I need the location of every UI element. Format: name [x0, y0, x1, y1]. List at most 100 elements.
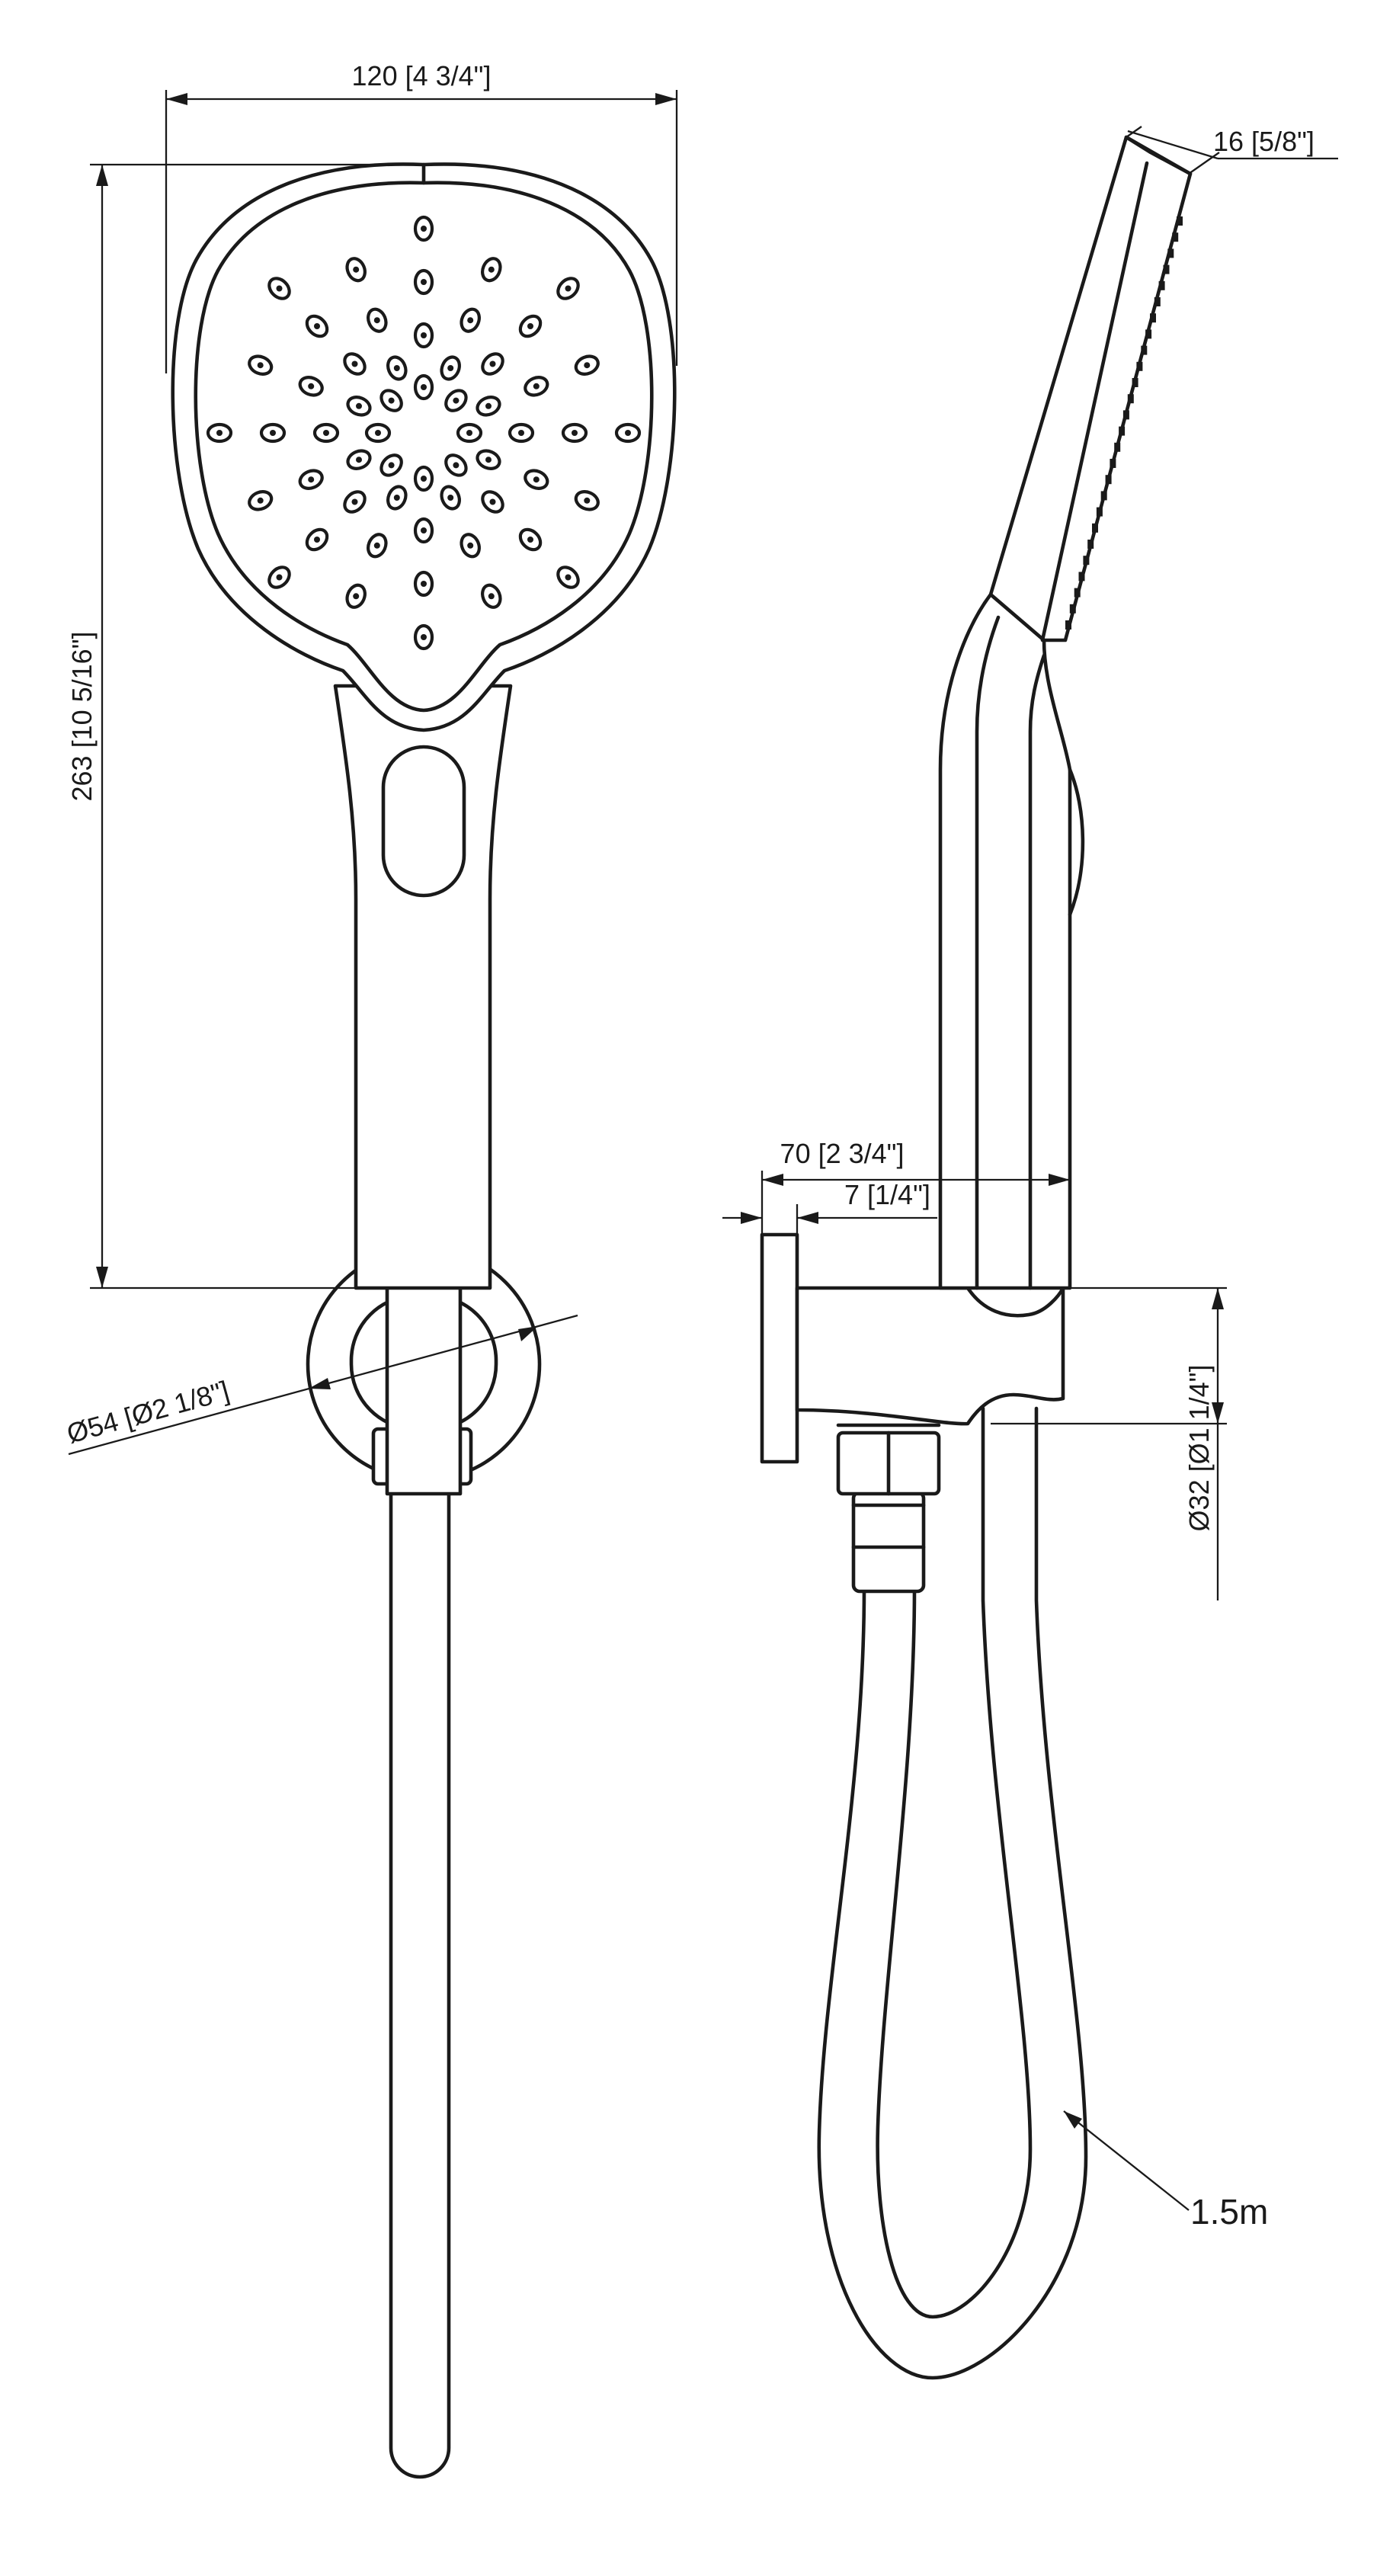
front-view	[171, 162, 677, 2479]
spray-nozzle-hole	[388, 397, 395, 404]
label-hose-length: 1.5m	[1190, 2192, 1268, 2232]
spray-nozzle-hole	[584, 362, 591, 369]
side-nozzle-tick	[1083, 556, 1090, 566]
spray-nozzle-hole	[270, 430, 276, 436]
side-hose-loop	[817, 1406, 1088, 2380]
side-head-face	[1040, 135, 1193, 642]
side-view	[760, 135, 1193, 2380]
spray-nozzle-hole	[453, 462, 460, 469]
label-bracket-projection: 70 [2 3/4"]	[780, 1138, 905, 1169]
label-plate-thickness: 7 [1/4"]	[844, 1179, 930, 1210]
spray-nozzle-hole	[565, 285, 572, 292]
side-nozzle-tick	[1122, 410, 1129, 420]
side-nozzle-tick	[1087, 540, 1094, 549]
side-handle-bump	[1068, 767, 1085, 917]
side-wall-plate	[760, 1232, 799, 1464]
spray-nozzle-hole	[489, 498, 496, 505]
spray-nozzle-hole	[565, 574, 572, 581]
spray-nozzle-hole	[216, 430, 223, 436]
side-nozzle-tick	[1127, 394, 1134, 404]
spray-nozzle-hole	[353, 266, 360, 273]
front-handle	[333, 684, 513, 1290]
spray-nozzle-hole	[373, 542, 380, 549]
spray-nozzle-hole	[308, 383, 315, 389]
spray-nozzle-hole	[625, 430, 631, 436]
spray-nozzle-hole	[373, 317, 380, 324]
side-nozzle-tick	[1172, 232, 1179, 242]
side-handle-lines	[975, 615, 1046, 1290]
spray-nozzles	[206, 215, 642, 651]
spray-nozzle-hole	[447, 495, 454, 501]
spray-nozzle-hole	[584, 497, 591, 504]
side-nozzle-tick	[1069, 604, 1076, 614]
side-nozzle-tick	[1141, 345, 1148, 355]
side-hose-ferrule-ring	[851, 1503, 926, 1549]
spray-nozzle-hole	[323, 430, 329, 436]
side-hose-ferrule	[851, 1490, 926, 1594]
spray-nozzle-hole	[276, 285, 283, 292]
side-nozzle-tick	[1145, 329, 1152, 339]
spray-nozzle-hole	[421, 226, 427, 232]
spray-nozzle-hole	[356, 402, 362, 409]
spray-nozzle-hole	[453, 397, 460, 404]
front-head-outer	[171, 162, 677, 732]
side-head-nozzle-ticks	[1065, 216, 1183, 630]
side-nozzle-tick	[1110, 459, 1116, 468]
spray-nozzle-hole	[518, 430, 524, 436]
mode-button	[381, 745, 466, 898]
side-nozzle-tick	[1065, 620, 1071, 630]
spray-nozzle-hole	[485, 457, 492, 463]
spray-nozzle-hole	[527, 537, 533, 543]
side-nozzle-tick	[1167, 248, 1174, 258]
spray-nozzle-hole	[488, 266, 495, 273]
spray-nozzle-hole	[572, 430, 578, 436]
spray-nozzle-hole	[466, 430, 472, 436]
spray-nozzle-hole	[314, 537, 320, 543]
side-nozzle-tick	[1158, 280, 1165, 290]
spray-nozzle-hole	[393, 495, 400, 501]
spray-nozzle-hole	[421, 527, 427, 533]
spray-nozzle-hole	[533, 383, 540, 389]
side-nozzle-tick	[1177, 216, 1183, 226]
spray-nozzle-hole	[467, 317, 474, 324]
spray-nozzle-hole	[375, 430, 381, 436]
spray-nozzle-hole	[421, 279, 427, 285]
side-nozzle-tick	[1150, 313, 1156, 323]
spray-nozzle-hole	[421, 476, 427, 482]
side-nozzle-tick	[1100, 491, 1107, 501]
side-nozzle-tick	[1114, 442, 1121, 452]
side-nozzle-tick	[1092, 523, 1098, 533]
side-nozzle-tick	[1096, 507, 1103, 517]
spray-nozzle-hole	[351, 360, 358, 367]
label-wall-plate-diameter: Ø54 [Ø2 1/8"]	[63, 1375, 232, 1450]
spray-nozzle-hole	[388, 462, 395, 469]
front-hose	[389, 1415, 451, 2479]
label-head-thickness: 16 [5/8"]	[1213, 126, 1315, 157]
side-head	[988, 135, 1193, 642]
spray-nozzle-hole	[356, 457, 362, 463]
side-nozzle-tick	[1163, 264, 1170, 274]
label-total-height: 263 [10 5/16"]	[66, 632, 98, 802]
side-nozzle-tick	[1078, 572, 1085, 582]
spray-nozzle-hole	[308, 476, 315, 483]
spray-nozzle-hole	[276, 574, 283, 581]
spray-nozzle-hole	[257, 497, 264, 504]
front-handle-lower	[385, 1270, 463, 1496]
spray-nozzle-hole	[488, 593, 495, 600]
spray-nozzle-hole	[353, 593, 360, 600]
dimension-lines	[68, 90, 1338, 2211]
side-nozzle-tick	[1074, 588, 1081, 598]
side-nozzle-tick	[1154, 297, 1161, 306]
spray-nozzle-hole	[485, 402, 492, 409]
label-holder-diameter: Ø32 [Ø1 1/4"]	[1183, 1365, 1215, 1532]
side-nozzle-tick	[1132, 378, 1138, 387]
spray-nozzle-hole	[447, 365, 454, 371]
side-connector-nut-detail	[836, 1423, 941, 1496]
side-nozzle-tick	[1136, 361, 1143, 371]
label-head-width: 120 [4 3/4"]	[352, 60, 492, 91]
spray-nozzle-hole	[421, 581, 427, 587]
side-nozzle-tick	[1105, 475, 1112, 485]
side-nozzle-tick	[1119, 426, 1126, 436]
spray-nozzle-hole	[393, 365, 400, 371]
